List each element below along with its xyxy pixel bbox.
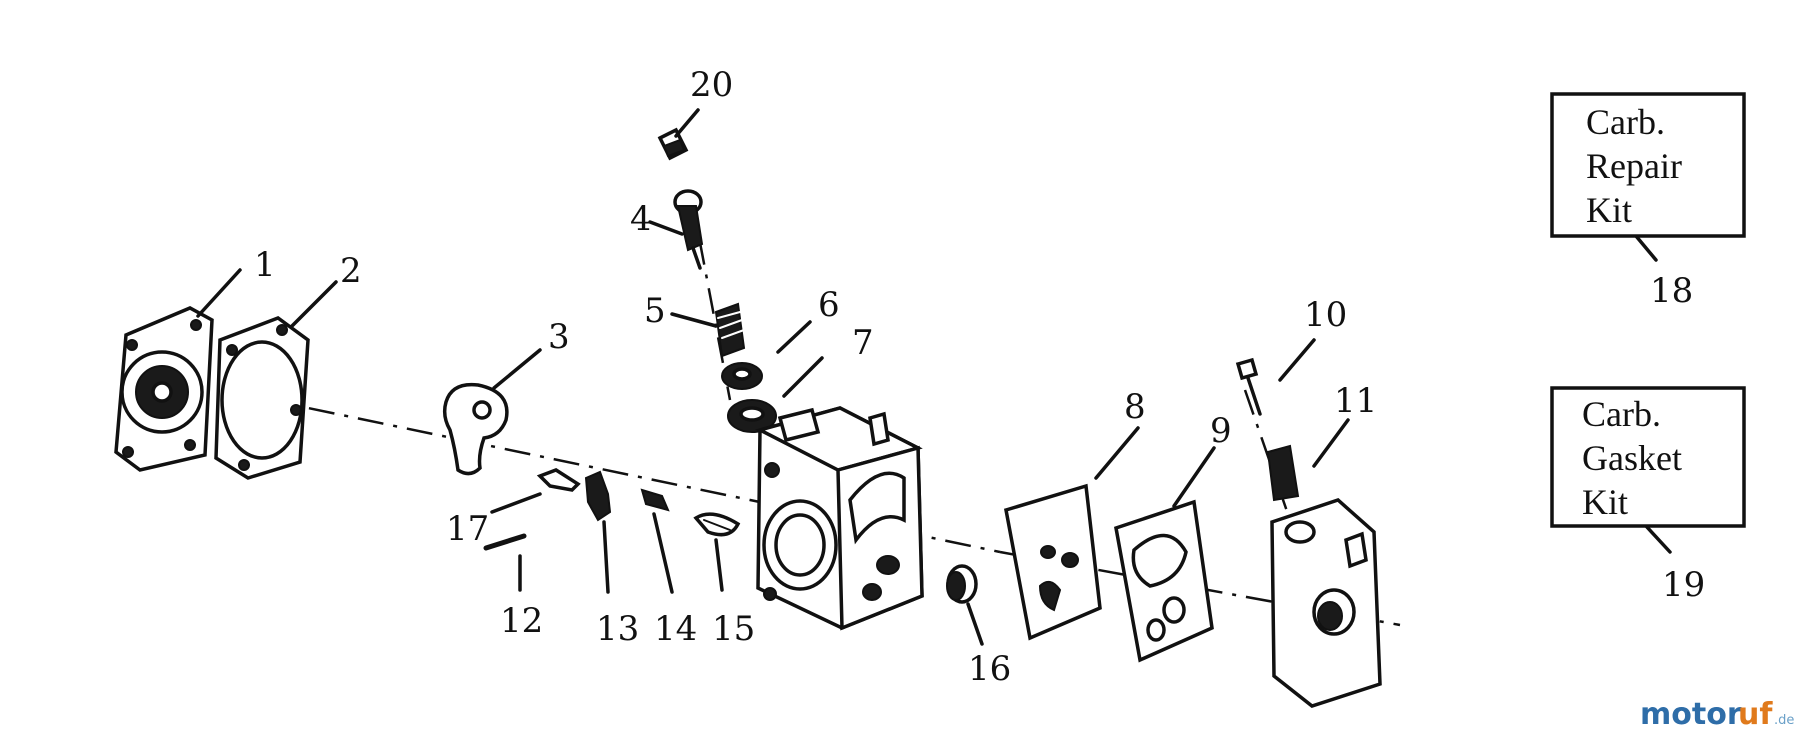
leader-18 bbox=[1634, 234, 1658, 262]
repair-kit-line1: Carb. bbox=[1586, 102, 1665, 142]
gasket-kit-line2: Gasket bbox=[1582, 438, 1682, 478]
callout-18: 18 bbox=[1650, 271, 1693, 311]
part-8-pump-gasket bbox=[1003, 483, 1102, 641]
leader-7 bbox=[782, 356, 824, 398]
fuel-pump-cover bbox=[1270, 498, 1382, 708]
part-20-plug bbox=[657, 127, 689, 161]
repair-kit-box: Carb. Repair Kit bbox=[1550, 92, 1746, 238]
callout-1: 1 bbox=[254, 245, 276, 285]
callout-8: 8 bbox=[1124, 387, 1146, 427]
leader-17 bbox=[490, 492, 542, 514]
leader-2 bbox=[290, 280, 338, 328]
gasket-kit-line3: Kit bbox=[1582, 482, 1628, 522]
callout-16: 16 bbox=[968, 649, 1011, 689]
leader-5 bbox=[670, 312, 718, 328]
leader-20 bbox=[674, 108, 700, 138]
leader-6 bbox=[776, 320, 812, 354]
leader-13 bbox=[602, 520, 610, 594]
callout-9: 9 bbox=[1210, 411, 1232, 451]
part-5-spring bbox=[714, 302, 746, 358]
callout-6: 6 bbox=[818, 285, 840, 325]
callout-3: 3 bbox=[548, 317, 570, 357]
assembly-axis-main bbox=[259, 396, 1001, 554]
part-6-washer bbox=[721, 362, 763, 390]
callout-14: 14 bbox=[654, 609, 697, 649]
watermark-logo: motor uf .de bbox=[1640, 697, 1794, 732]
callout-5: 5 bbox=[644, 291, 666, 331]
assembly-axis-vertical bbox=[688, 189, 732, 401]
leader-16 bbox=[966, 602, 984, 646]
callout-17: 17 bbox=[446, 509, 489, 549]
part-9-pump-diaphragm bbox=[1114, 499, 1214, 663]
callout-11: 11 bbox=[1334, 381, 1377, 421]
part-15-screen bbox=[693, 512, 741, 537]
callout-13: 13 bbox=[596, 609, 639, 649]
repair-kit-line3: Kit bbox=[1586, 190, 1632, 230]
leader-10 bbox=[1278, 338, 1316, 382]
watermark-brand-a: motor bbox=[1640, 697, 1742, 732]
leader-19 bbox=[1644, 524, 1672, 554]
watermark-brand-b: uf bbox=[1738, 697, 1773, 732]
part-3-metering-lever bbox=[442, 382, 509, 476]
part-11-spring bbox=[1266, 444, 1300, 502]
leader-15 bbox=[714, 538, 724, 592]
carburetor-body bbox=[755, 406, 924, 631]
callout-2: 2 bbox=[340, 251, 362, 291]
repair-kit-line2: Repair bbox=[1586, 146, 1682, 186]
leader-3 bbox=[492, 348, 542, 390]
leader-11 bbox=[1312, 418, 1350, 468]
callout-7: 7 bbox=[852, 323, 874, 363]
callout-4: 4 bbox=[630, 199, 652, 239]
part-16-welch-plug bbox=[946, 564, 978, 604]
callout-10: 10 bbox=[1304, 295, 1347, 335]
part-2-diaphragm-gasket bbox=[214, 316, 310, 480]
leader-1 bbox=[196, 268, 242, 318]
part-10-screw bbox=[1235, 357, 1262, 416]
leader-4 bbox=[648, 220, 684, 236]
leader-9 bbox=[1172, 446, 1216, 508]
callout-15: 15 bbox=[712, 609, 755, 649]
part-4-adjusting-screw bbox=[673, 189, 704, 270]
leader-8 bbox=[1094, 426, 1140, 480]
gasket-kit-box: Carb. Gasket Kit bbox=[1550, 386, 1746, 528]
watermark-suffix: .de bbox=[1774, 713, 1794, 728]
part-1-diaphragm-cover bbox=[114, 306, 214, 472]
part-7-oring bbox=[727, 399, 777, 433]
part-13-lever-pin bbox=[584, 470, 612, 522]
part-14-lever-spring bbox=[640, 488, 670, 512]
gasket-kit-line1: Carb. bbox=[1582, 394, 1661, 434]
callout-19: 19 bbox=[1662, 565, 1705, 605]
callout-20: 20 bbox=[690, 65, 733, 105]
leader-14 bbox=[652, 512, 674, 594]
part-17-inlet-needle bbox=[536, 468, 581, 492]
callout-12: 12 bbox=[500, 601, 543, 641]
part-12-pin bbox=[483, 533, 527, 551]
